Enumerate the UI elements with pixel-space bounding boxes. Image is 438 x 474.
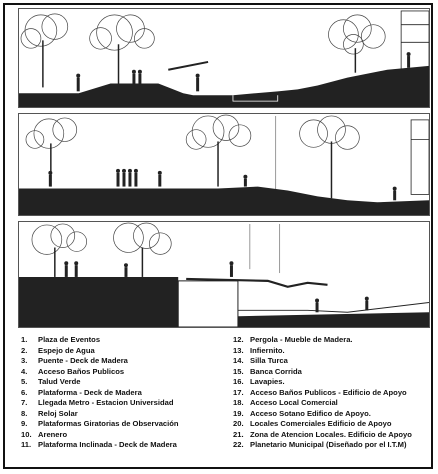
legend-label: Arenero (38, 429, 68, 439)
tree-center (113, 222, 172, 277)
legend-num: 20. (233, 419, 244, 428)
legend-label: Infiernito. (250, 345, 285, 355)
legend-num: 2. (21, 345, 28, 355)
legend-num: 8. (21, 408, 28, 418)
legend-num: 7. (21, 398, 28, 407)
legend-num: 4. (21, 366, 28, 376)
legend-item: 3. Puente - Deck de Madera (21, 356, 231, 367)
legend-num: 18. (233, 398, 244, 407)
legend-num: 11. (21, 440, 32, 449)
section-drawing-3 (18, 221, 430, 328)
legend-item: 8. Reloj Solar (21, 409, 231, 420)
legend-item: 6. Plataforma - Deck de Madera (21, 388, 231, 399)
section-drawing-2 (18, 113, 430, 216)
legend-item: 19. Acceso Sotano Edifico de Apoyo. (233, 409, 438, 420)
legend-num: 14. (233, 356, 244, 365)
legend-label: Puente - Deck de Madera (38, 356, 128, 365)
legend-num: 6. (21, 387, 28, 397)
legend-item: 4. Acceso Baños Publicos (21, 367, 231, 378)
legend-label: Acceso Sotano Edifico de Apoyo. (250, 408, 371, 418)
legend-label: Pergola - Mueble de Madera. (250, 335, 353, 344)
legend-right-column: 12. Pergola - Mueble de Madera. 13. Infier… (233, 335, 438, 451)
legend-num: 12. (233, 335, 244, 344)
legend-item: 1. Plaza de Eventos (21, 335, 231, 346)
legend-item: 11. Plataforma Inclinada - Deck de Madera (21, 440, 231, 451)
legend-item: 20. Locales Comerciales Edificio de Apoyo (233, 419, 438, 430)
legend-label: Banca Corrida (250, 366, 302, 376)
legend-item: 13. Infiernito. (233, 346, 438, 357)
legend-num: 21. (233, 429, 244, 439)
ground-section-2 (19, 186, 429, 215)
legend-num: 5. (21, 377, 28, 386)
legend-item: 2. Espejo de Agua (21, 346, 231, 357)
figure-frame: 1. Plaza de Eventos 2. Espejo de Agua 3. Pu… (3, 3, 433, 469)
legend-label: Planetario Municipal (Diseñado por el I.… (250, 440, 407, 449)
building-right (400, 10, 429, 71)
ground-section-3 (19, 276, 179, 327)
legend-label: Silla Turca (250, 356, 288, 365)
legend-label: Acceso Local Comercial (250, 398, 338, 407)
legend-label: Locales Comerciales Edificio de Apoyo (250, 419, 392, 428)
legend-item: 21. Zona de Atencion Locales. Edificio de… (233, 430, 438, 441)
legend-num: 9. (21, 419, 28, 428)
legend-label: Acceso Baños Publicos - Edificio de Apoy… (250, 387, 407, 397)
canopy (168, 60, 209, 71)
slope-line (237, 301, 429, 313)
legend-num: 1. (21, 335, 28, 344)
legend-label: Espejo de Agua (38, 345, 95, 355)
legend-num: 10. (21, 429, 32, 439)
legend-item: 12. Pergola - Mueble de Madera. (233, 335, 438, 346)
legend-label: Reloj Solar (38, 408, 78, 418)
legend-item: 9. Plataformas Giratorias de Observación (21, 419, 231, 430)
legend-num: 17. (233, 387, 244, 397)
legend-item: 16. Lavapies. (233, 377, 438, 388)
legend-label: Zona de Atencion Locales. Edificio de Ap… (250, 429, 412, 439)
legend-item: 22. Planetario Municipal (Diseñado por el… (233, 440, 438, 451)
legend-item: 7. Llegada Metro - Estacion Universidad (21, 398, 231, 409)
section-drawing-1 (18, 8, 430, 108)
legend-label: Acceso Baños Publicos (38, 366, 125, 376)
ground-section-1 (19, 65, 429, 107)
tree-center (185, 114, 252, 187)
legend-label: Plaza de Eventos (38, 335, 101, 344)
tree-right (299, 115, 360, 199)
legend-item: 17. Acceso Baños Publicos - Edificio de A… (233, 388, 438, 399)
legend-num: 16. (233, 377, 244, 386)
legend-label: Talud Verde (38, 377, 81, 386)
legend-item: 18. Acceso Local Comercial (233, 398, 438, 409)
tree-center (89, 14, 155, 86)
legend-left-column: 1. Plaza de Eventos 2. Espejo de Agua 3. Pu… (21, 335, 231, 451)
legend-label: Plataforma Inclinada - Deck de Madera (38, 440, 177, 449)
building-right (410, 119, 429, 195)
legend-num: 15. (233, 366, 244, 376)
tree-left (31, 223, 88, 277)
tree-left (20, 13, 69, 88)
figures (48, 168, 397, 201)
legend-num: 13. (233, 345, 244, 355)
tree-right (328, 14, 386, 73)
basement (177, 280, 239, 327)
legend-item: 15. Banca Corrida (233, 367, 438, 378)
legend-num: 3. (21, 356, 28, 365)
legend-item: 14. Silla Turca (233, 356, 438, 367)
legend-label: Plataforma - Deck de Madera (38, 387, 142, 397)
legend-num: 22. (233, 440, 244, 449)
legend-item: 10. Arenero (21, 430, 231, 441)
legend-item: 5. Talud Verde (21, 377, 231, 388)
legend-num: 19. (233, 408, 244, 418)
ramp-platform (186, 277, 328, 288)
figures (64, 261, 369, 313)
figures (76, 52, 411, 92)
legend-label: Plataformas Giratorias de Observación (38, 419, 179, 428)
legend-label: Lavapies. (250, 377, 285, 386)
legend-label: Llegada Metro - Estacion Universidad (38, 398, 174, 407)
